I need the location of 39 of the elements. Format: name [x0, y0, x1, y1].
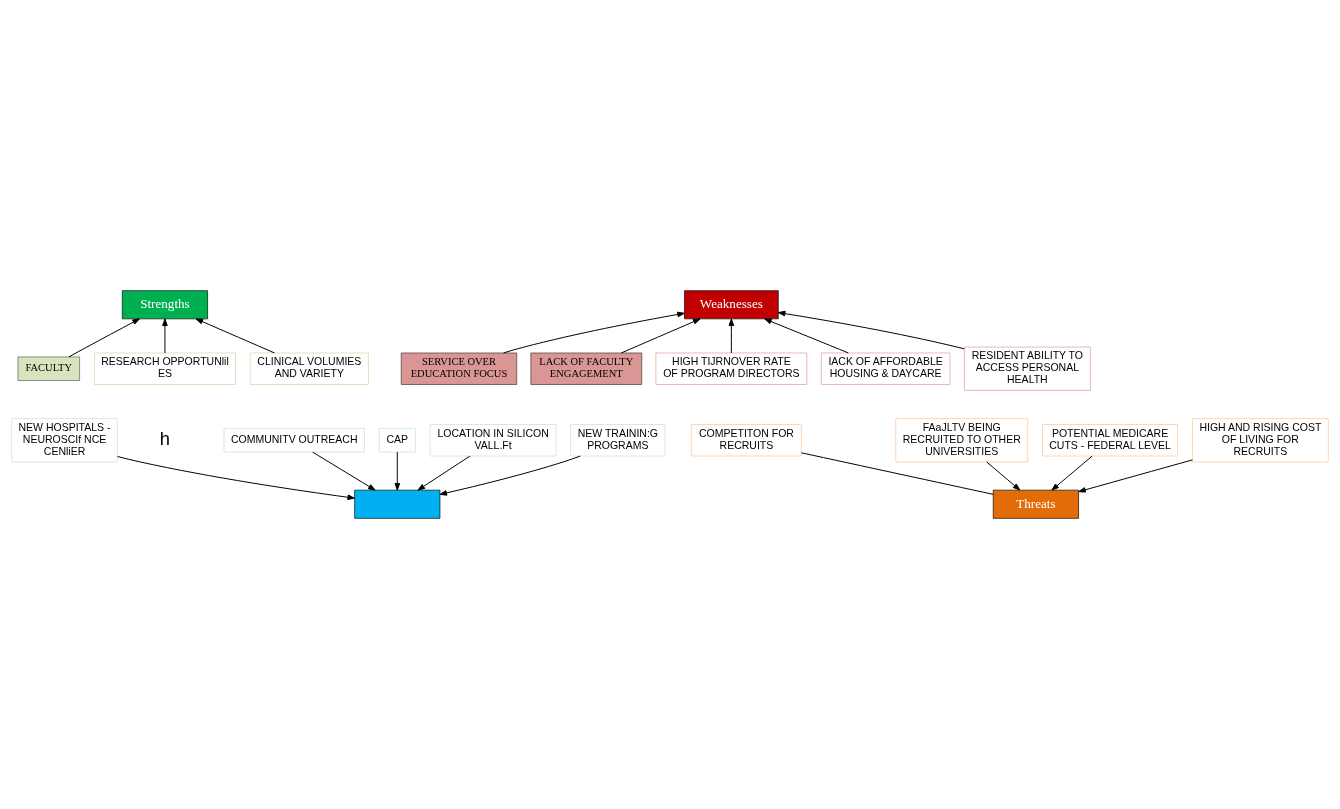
node-box: IACK OF AFFORDABLE HOUSING & DAYCARE: [820, 352, 951, 385]
arrow: [503, 311, 685, 354]
node-box: FACULTY: [17, 356, 80, 381]
arrow: [986, 461, 1021, 491]
node-box: Weaknesses: [684, 290, 779, 320]
node-box: COMMUNITV OUTREACH: [223, 428, 365, 453]
arrow: [620, 318, 701, 354]
node-box: RESEARCH OPPORTUNlil ES: [94, 352, 236, 385]
node-box: NEW HOSPITALS - NEUROSCIf NCE CENliER: [11, 418, 118, 463]
node-box: CLINICAL VOLUMIES AND VARIETY: [249, 352, 369, 385]
node-box: FAaJLTV BEING RECRUITED TO OTHER UNIVERSITIES: [895, 418, 1029, 463]
node-box: LOCATION IN SILICON VALL.Ft: [429, 424, 557, 457]
node-box: POTENTIAL MEDICARE CUTS - FEDERAL LEVEL: [1042, 424, 1178, 457]
arrow: [162, 318, 168, 354]
arrow: [117, 456, 355, 501]
node-box: COMPETITON FOR RECRUITS: [691, 424, 802, 457]
arrow: [1051, 455, 1093, 491]
node-box: HIGH AND RISING COST OF LIVING FOR RECRUITS: [1192, 418, 1329, 463]
connector: [800, 452, 994, 495]
node-box: LACK OF FACULTY ENGAGEMENT: [530, 352, 643, 385]
arrow: [195, 318, 275, 354]
arrow: [439, 455, 581, 496]
node-box: [354, 489, 441, 519]
node-box: CAP: [378, 428, 416, 453]
node-box: Threats: [992, 489, 1079, 519]
node-box: RESIDENT ABILITY TO ACCESS PERSONAL HEALTH: [964, 346, 1091, 391]
arrow: [728, 318, 735, 354]
arrow: [764, 318, 849, 354]
arrow: [312, 451, 376, 491]
arrow: [394, 451, 401, 491]
arrow: [68, 318, 140, 358]
node-box: HIGH TIJRNOVER RATE OF PROGRAM DIRECTORS: [655, 352, 808, 385]
arrow: [777, 310, 965, 350]
arrow: [1078, 459, 1193, 493]
node-box: SERVICE OVER EDUCATION FOCUS: [400, 352, 518, 385]
arrow: [417, 455, 471, 491]
label: h: [159, 427, 171, 449]
node-box: NEW TRAININ:G PROGRAMS: [570, 424, 666, 457]
node-box: Strengths: [121, 290, 208, 320]
